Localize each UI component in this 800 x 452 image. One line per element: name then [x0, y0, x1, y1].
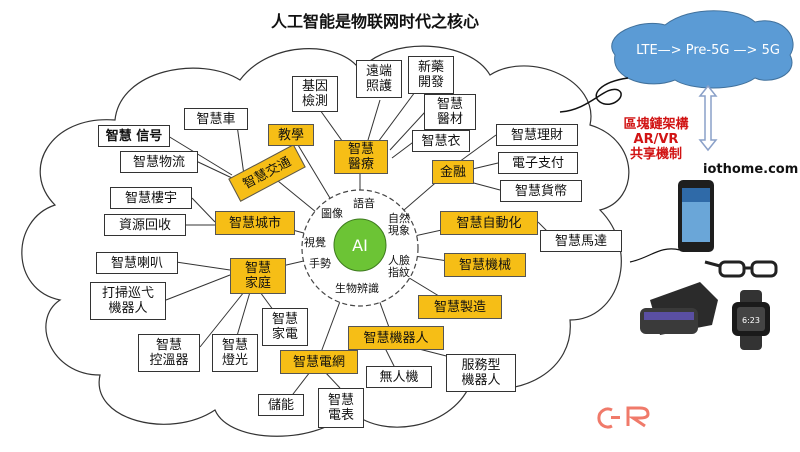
link-squiggle [559, 77, 629, 113]
phone-image [678, 180, 714, 252]
item-smart-thermostat[interactable]: 智慧 控溫器 [138, 334, 200, 372]
network-cloud [611, 10, 794, 89]
ring-biometric: 生物辨識 [335, 282, 379, 295]
item-drone[interactable]: 無人機 [366, 366, 432, 388]
ring-vision: 視覺 [304, 236, 326, 249]
category-smart-manufacturing[interactable]: 智慧製造 [418, 295, 502, 319]
item-service-robot[interactable]: 服務型 機器人 [446, 354, 516, 392]
item-smart-logistics[interactable]: 智慧物流 [120, 151, 198, 173]
category-smart-city[interactable]: 智慧城市 [215, 211, 295, 235]
ring-gesture: 手勢 [309, 257, 331, 270]
item-recycling[interactable]: 資源回收 [104, 214, 186, 236]
item-energy-storage[interactable]: 儲能 [258, 394, 304, 416]
logo [597, 406, 650, 429]
ring-face-fingerprint: 人臉 指紋 [388, 254, 410, 279]
item-e-payment[interactable]: 電子支付 [498, 152, 578, 174]
ring-nature: 自然 現象 [388, 212, 410, 237]
category-smart-medical[interactable]: 智慧 醫療 [334, 140, 388, 174]
item-smart-building[interactable]: 智慧樓宇 [110, 187, 192, 209]
item-smart-wealth[interactable]: 智慧理財 [496, 124, 578, 146]
network-evolution-label: LTE—> Pre-5G —> 5G [636, 43, 780, 58]
category-smart-grid[interactable]: 智慧電網 [280, 350, 358, 374]
item-smart-car[interactable]: 智慧車 [184, 108, 248, 130]
ai-label: AI [352, 236, 368, 255]
glasses-image [704, 260, 778, 278]
item-smart-appliance[interactable]: 智慧 家電 [262, 308, 308, 346]
item-remote-care[interactable]: 遠端 照護 [356, 60, 402, 98]
category-smart-home[interactable]: 智慧 家庭 [230, 258, 286, 294]
ring-speech: 語音 [353, 197, 375, 210]
item-smart-lighting[interactable]: 智慧 燈光 [212, 334, 258, 372]
item-cleaning-robot[interactable]: 打掃巡弋 機器人 [90, 282, 166, 320]
item-smart-signal[interactable]: 智慧 信号 [98, 125, 170, 147]
smartwatch-image: 6:23 [732, 290, 770, 350]
item-smart-medical-material[interactable]: 智慧 醫材 [424, 94, 476, 130]
item-smart-currency[interactable]: 智慧貨幣 [500, 180, 582, 202]
category-smart-robot[interactable]: 智慧機器人 [348, 326, 444, 350]
category-teaching[interactable]: 教學 [268, 124, 314, 146]
item-new-drug[interactable]: 新藥 開發 [408, 56, 454, 94]
item-smart-motor[interactable]: 智慧馬達 [540, 230, 622, 252]
page-title: 人工智能是物联网时代之核心 [270, 12, 479, 31]
double-arrow [698, 84, 718, 152]
svg-text:6:23: 6:23 [742, 316, 760, 325]
category-finance[interactable]: 金融 [432, 160, 474, 184]
category-smart-automation[interactable]: 智慧自動化 [440, 211, 538, 235]
item-smart-meter[interactable]: 智慧 電表 [318, 388, 364, 428]
tech-label: 區塊鏈架構 AR/VR 共享機制 [623, 117, 689, 162]
vr-headset-image [640, 282, 718, 335]
item-smart-speaker[interactable]: 智慧喇叭 [96, 252, 178, 274]
ai-core [333, 218, 387, 272]
item-smart-clothes[interactable]: 智慧衣 [412, 130, 470, 152]
category-smart-machinery[interactable]: 智慧機械 [444, 253, 526, 277]
item-gene-testing[interactable]: 基因 檢測 [292, 76, 338, 112]
device-squiggle [629, 248, 681, 263]
site-label: iothome.com [703, 162, 799, 177]
ring-image: 圖像 [321, 207, 343, 220]
